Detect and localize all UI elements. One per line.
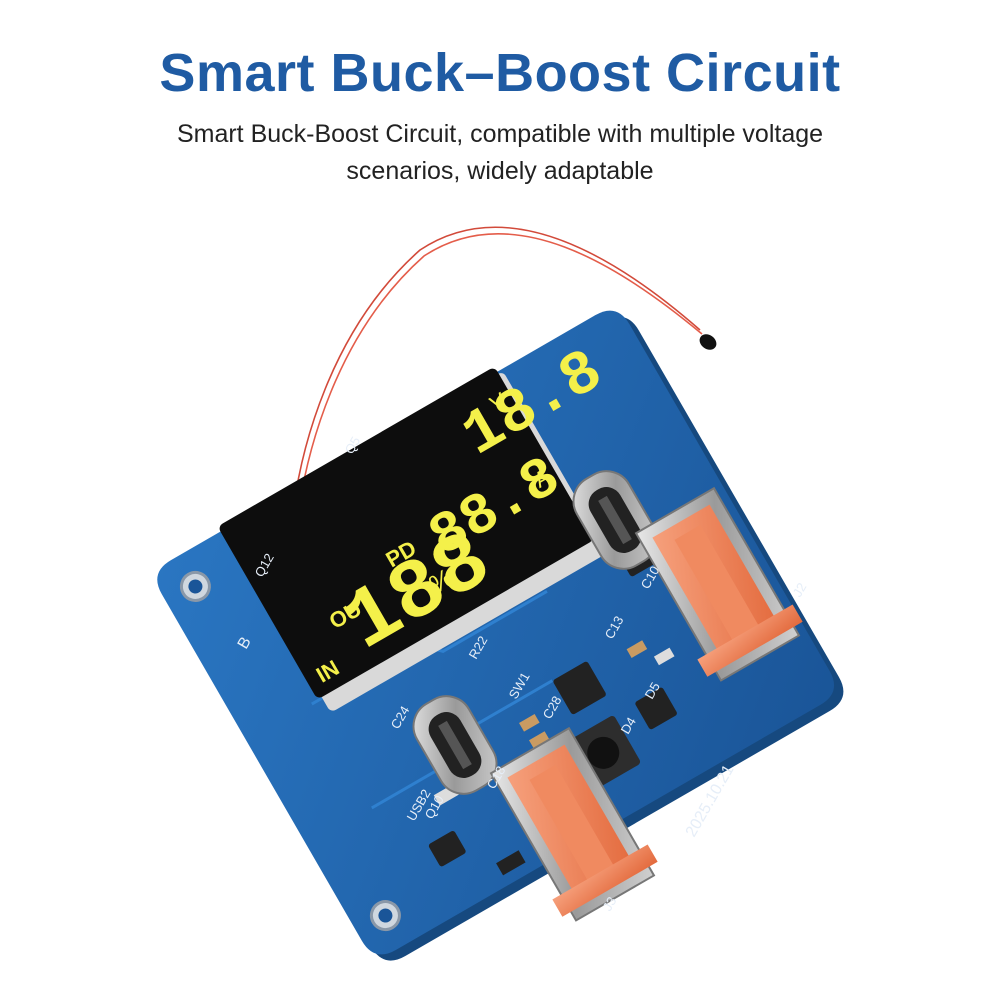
page-subtitle: Smart Buck-Boost Circuit, compatible wit… bbox=[176, 120, 824, 185]
silkscreen-j2: J2 bbox=[790, 580, 810, 599]
thermistor-wire bbox=[291, 226, 717, 523]
led-display: 18.8 V 88.8 A 188 % IN OUT PD bbox=[219, 336, 615, 711]
silkscreen-d4: D4 bbox=[618, 715, 639, 737]
usb-c-port-top bbox=[572, 470, 658, 570]
page-title: Smart Buck–Boost Circuit bbox=[159, 43, 841, 103]
silkscreen-d5: D5 bbox=[642, 680, 663, 702]
usb-c-port-bottom bbox=[412, 695, 498, 795]
usb-a-port-j3 bbox=[489, 726, 658, 922]
usb-a-port-j2 bbox=[634, 486, 803, 682]
silkscreen-j3: J3 bbox=[600, 894, 620, 913]
